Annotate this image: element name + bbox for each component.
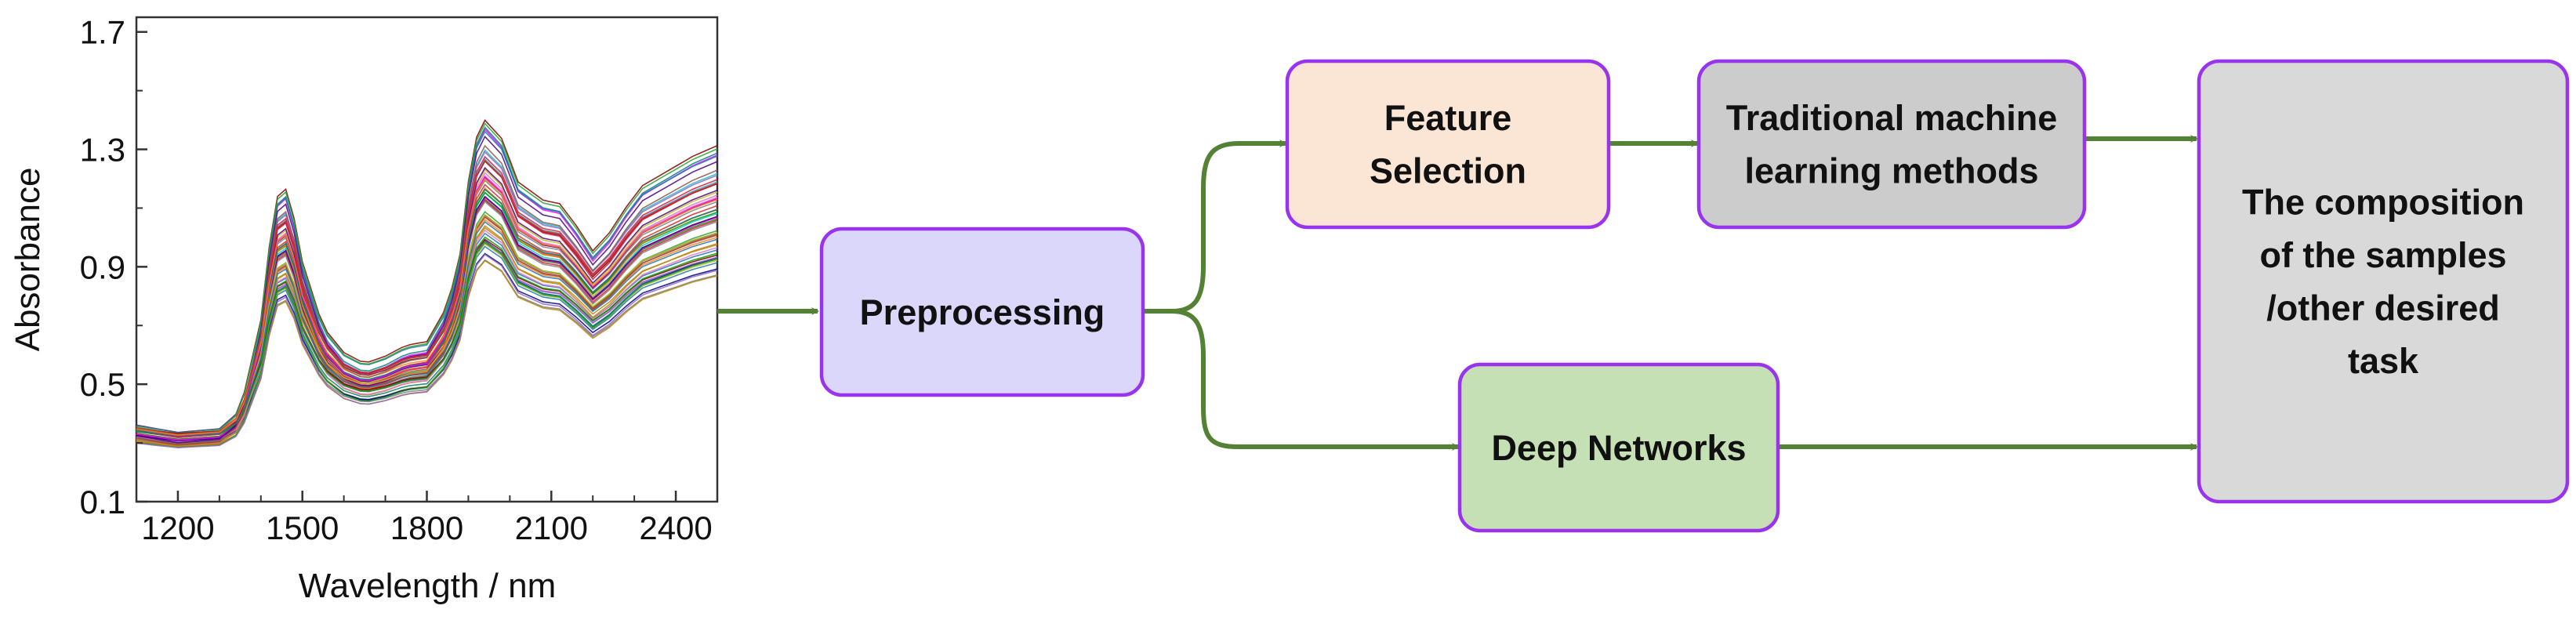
arrow-to-deep-networks	[1171, 309, 1460, 451]
spectrum-line	[136, 259, 718, 444]
spectrum-line	[136, 229, 718, 443]
spectrum-line	[136, 144, 718, 446]
traditional-ml-label: Traditional machine	[1726, 98, 2058, 138]
deep-networks-node: Deep Networks	[1457, 362, 1780, 533]
spectrum-line	[136, 220, 718, 437]
nir-spectra-chart: 1200 1500 1800 2100 2400 0.1 0.5 0.9 1.3 1.7 Wav…	[9, 14, 719, 605]
x-axis-label: Wavelength / nm	[299, 567, 557, 605]
y-tick-label: 1.3	[80, 132, 125, 169]
spectrum-line	[136, 236, 718, 437]
spectrum-line	[136, 177, 718, 436]
output-node: The composition of the samples/other desi…	[2197, 59, 2570, 504]
traditional-ml-label: learning methods	[1744, 151, 2038, 191]
deep-networks-box	[1457, 362, 1780, 533]
output-label: task	[2348, 341, 2419, 381]
x-tick-label: 1500	[266, 509, 339, 546]
spectrum-line	[136, 122, 718, 435]
spectrum-line	[136, 241, 718, 448]
preprocessing-box	[819, 227, 1145, 397]
traditional-ml-box	[1696, 59, 2087, 230]
y-tick-label: 0.5	[80, 366, 125, 403]
preprocessing-node: Preprocessing	[819, 227, 1145, 397]
output-label: of the samples	[2259, 235, 2506, 275]
output-label: /other desired	[2266, 288, 2500, 328]
x-tick-label: 1200	[141, 509, 214, 546]
traditional-ml-node: Traditional machine learning methods	[1696, 59, 2087, 230]
y-tick-label: 0.9	[80, 248, 125, 285]
spectrum-line	[136, 130, 718, 433]
spectrum-line	[136, 253, 718, 449]
y-tick-label: 0.1	[80, 484, 125, 520]
feature-selection-label: Feature	[1384, 98, 1512, 138]
spectrum-line	[136, 159, 718, 435]
x-tick-label: 2100	[515, 509, 588, 546]
output-label: The composition	[2242, 183, 2524, 223]
connectors	[717, 135, 2198, 451]
y-axis-ticks: 0.1 0.5 0.9 1.3 1.7	[80, 14, 147, 520]
x-tick-label: 2400	[639, 509, 712, 546]
y-axis-label: Absorbance	[9, 168, 47, 352]
deep-networks-label: Deep Networks	[1491, 428, 1746, 468]
arrow-to-feature-selection	[1171, 140, 1287, 314]
feature-selection-label: Selection	[1370, 151, 1526, 191]
spectra-lines	[136, 118, 718, 449]
x-axis-ticks: 1200 1500 1800 2100 2400	[136, 491, 718, 546]
y-tick-label: 1.7	[80, 14, 125, 51]
preprocessing-label: Preprocessing	[860, 292, 1105, 332]
output-box	[2197, 59, 2570, 504]
x-tick-label: 1800	[390, 509, 463, 546]
feature-selection-box	[1285, 59, 1611, 230]
